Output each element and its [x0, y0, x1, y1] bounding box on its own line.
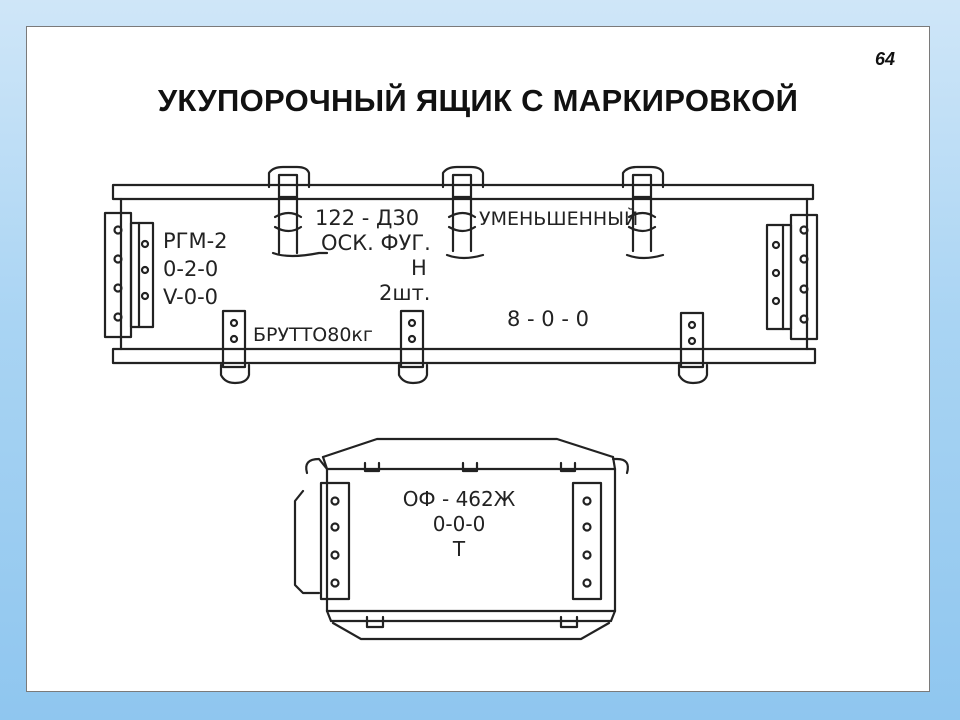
long-gross-weight: БРУТТО80кг	[253, 324, 373, 346]
short-crate-body	[305, 437, 629, 641]
short-line-2: 0-0-0	[433, 512, 486, 536]
long-center-line-4: 2шт.	[379, 281, 431, 305]
long-crate-latch-2	[441, 165, 485, 260]
long-crate-bracket-1	[219, 309, 251, 385]
long-left-line-1: РГМ-2	[163, 229, 228, 253]
long-reduced-label: УМЕНЬШЕННЫЙ	[479, 207, 638, 230]
long-crate-bracket-2	[397, 309, 429, 385]
crate-drawing: РГМ-2 0-2-0 V-0-0 122 - Д30 ОСК. ФУГ. Н …	[103, 165, 819, 641]
long-code: 8 - 0 - 0	[507, 307, 589, 331]
long-crate-body	[111, 183, 817, 365]
long-left-line-2: 0-2-0	[163, 257, 218, 281]
long-center-line-1: 122 - Д30	[315, 206, 419, 230]
long-crate-latch-3	[621, 165, 665, 260]
long-crate-right-plate	[765, 213, 819, 341]
long-center-line-3: Н	[411, 256, 427, 280]
page-number: 64	[874, 49, 895, 69]
short-line-1: ОФ - 462Ж	[403, 487, 516, 511]
long-crate-left-plate	[103, 211, 155, 339]
long-crate-latch-1	[267, 165, 329, 258]
slide-card: 64 УКУПОРОЧНЫЙ ЯЩИК С МАРКИРОВКОЙ	[26, 26, 930, 692]
long-center-line-2: ОСК. ФУГ.	[321, 231, 431, 255]
slide-title: УКУПОРОЧНЫЙ ЯЩИК С МАРКИРОВКОЙ	[157, 83, 799, 118]
short-crate-left-plate	[293, 481, 351, 601]
long-left-line-3: V-0-0	[163, 285, 218, 309]
short-crate-right-plate	[571, 481, 603, 601]
short-line-3: Т	[452, 537, 466, 561]
long-crate-bracket-3	[677, 311, 709, 385]
